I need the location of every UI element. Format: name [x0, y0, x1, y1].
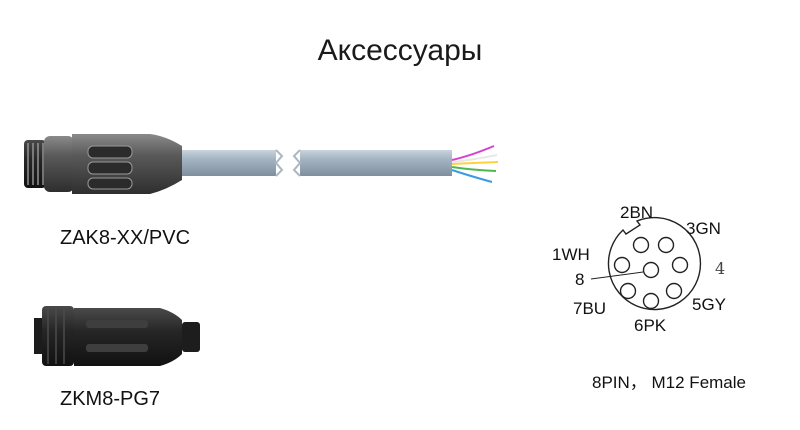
- pin-label-4: 4: [715, 259, 726, 278]
- pin-1: [613, 256, 631, 274]
- pin-7: [619, 282, 637, 300]
- pin-4: [671, 256, 689, 274]
- pin-8-leader: [590, 271, 644, 280]
- m12-outline: [607, 216, 702, 311]
- pin-8: [642, 261, 660, 279]
- cable-jacket-left: [180, 150, 276, 176]
- cable-connector: [24, 134, 182, 194]
- plug-label: ZKM8-PG7: [60, 388, 161, 410]
- pin-2: [632, 236, 650, 254]
- pin-3: [657, 236, 675, 254]
- pin-label-7bu: 7BU: [573, 299, 607, 318]
- cable-illustration: [24, 134, 499, 194]
- cable-label: ZAK8-XX/PVC: [60, 227, 191, 249]
- cable-break-left: [274, 149, 284, 177]
- pin-6: [642, 292, 660, 310]
- pin-5: [665, 282, 683, 300]
- pin-label-2bn: 2BN: [620, 203, 654, 222]
- pin-label-6pk: 6PK: [634, 316, 667, 335]
- pin-label-5gy: 5GY: [692, 295, 727, 314]
- pinout-caption: 8PIN， M12 Female: [592, 373, 746, 392]
- cable-break-right: [292, 149, 302, 177]
- page-title: Аксессуары: [317, 34, 483, 67]
- plug-illustration: [34, 306, 200, 366]
- cable-wires: [451, 145, 499, 183]
- pin-label-8: 8: [575, 270, 585, 289]
- cable-jacket-right: [300, 150, 452, 176]
- pin-label-1wh: 1WH: [552, 245, 590, 264]
- m12-pinout-diagram: [590, 216, 702, 311]
- pin-label-3gn: 3GN: [686, 219, 721, 238]
